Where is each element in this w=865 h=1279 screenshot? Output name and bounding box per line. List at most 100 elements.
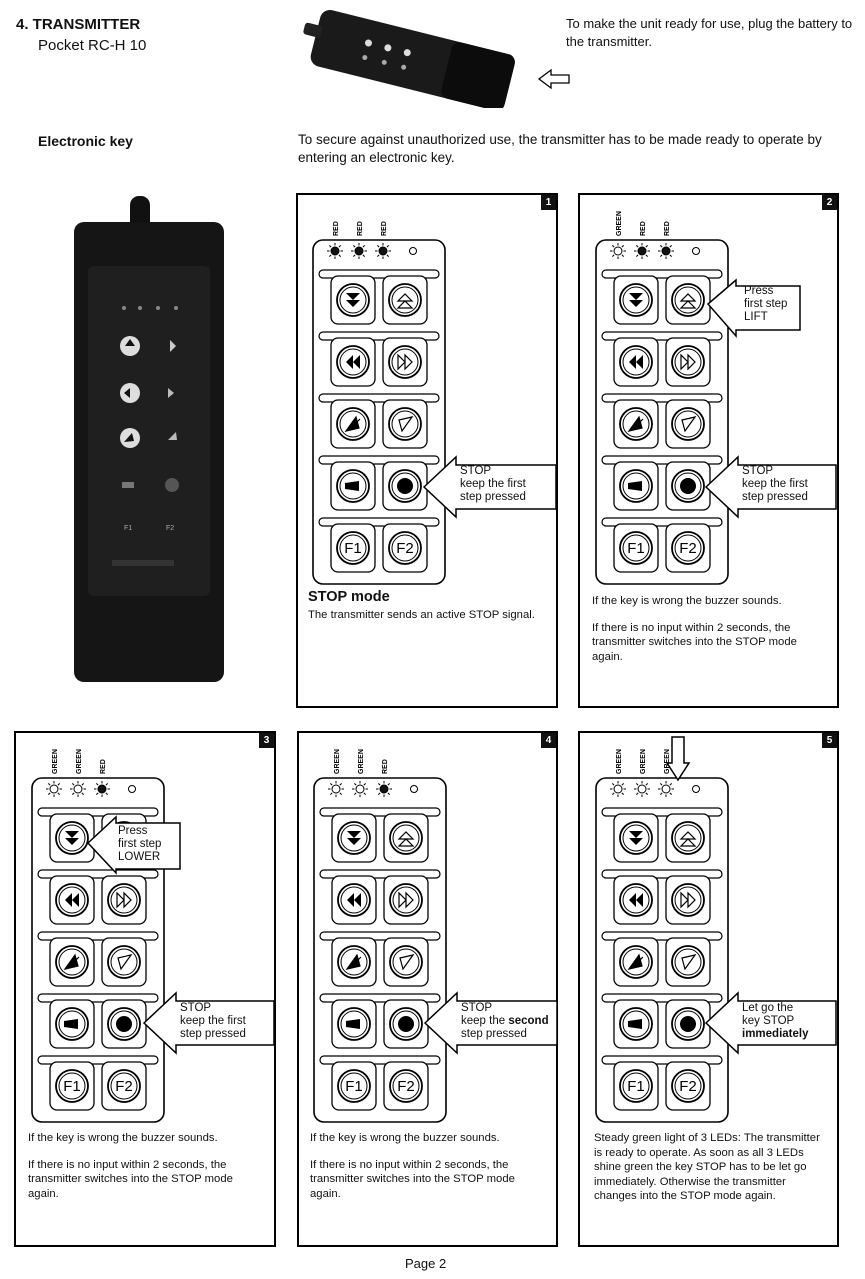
led-green-icon: [328, 781, 344, 797]
led-green-icon: [610, 243, 626, 259]
callout-lower-text: Press first step LOWER: [118, 825, 162, 863]
callout-arrow-lower: [86, 815, 181, 875]
led-red-icon: [351, 243, 367, 259]
key-f2-label: F2: [115, 1078, 133, 1095]
step-number: 5: [822, 733, 837, 748]
section-title: 4. TRANSMITTER: [16, 16, 141, 33]
key-f1-label: F1: [344, 540, 362, 557]
transmitter-battery-photo: [303, 9, 515, 108]
remote-schematic: GREEN RED RED F1 F2: [595, 211, 729, 585]
stop-icon: [680, 478, 696, 494]
led-label: RED: [382, 759, 389, 774]
key-f2-label: F2: [396, 540, 414, 557]
key-f1-label: F1: [63, 1078, 81, 1095]
lift-icon: [679, 831, 697, 847]
page-number: Page 2: [405, 1256, 447, 1271]
key-f1-label: F1: [627, 1078, 645, 1095]
led-label: RED: [664, 221, 671, 236]
key-f2: F2: [679, 540, 697, 557]
led-green-icon: [610, 781, 626, 797]
tilt-up-icon: [398, 416, 414, 433]
callout-stop-text: STOP keep the first step pressed: [742, 465, 808, 503]
led-green-icon: [634, 781, 650, 797]
arrow-down-icon: [665, 736, 691, 782]
electronic-key-label: Electronic key: [38, 133, 133, 149]
callout-lift-text: Press first step LIFT: [744, 285, 788, 323]
key-f2-label: F2: [679, 540, 697, 557]
callout-stop-second-text: STOP keep the second step pressed: [461, 1002, 549, 1040]
stop-icon: [116, 1016, 132, 1032]
tilt-up-icon: [117, 954, 133, 971]
key-f1: F1: [627, 540, 645, 557]
rewind-icon: [629, 893, 643, 907]
tilt-up-icon: [681, 954, 697, 971]
lift-icon: [679, 293, 697, 309]
key-f2: F2: [679, 1078, 697, 1095]
key-f2: F2: [115, 1078, 133, 1095]
step-number: 2: [822, 195, 837, 210]
panel-4-text: If the key is wrong the buzzer sounds. I…: [310, 1132, 515, 1200]
callout-stop-text: STOP keep the first step pressed: [180, 1002, 246, 1040]
tilt-down-icon: [344, 415, 361, 432]
horn-icon: [628, 481, 642, 491]
forward-icon: [398, 891, 414, 909]
led-red-icon: [375, 243, 391, 259]
forward-icon: [680, 353, 696, 371]
horn-icon: [64, 1019, 78, 1029]
transmitter-photo: F1 F2: [74, 196, 224, 682]
led-label: GREEN: [52, 749, 59, 774]
led-label: RED: [640, 221, 647, 236]
led-label: RED: [333, 221, 340, 236]
horn-icon: [346, 1019, 360, 1029]
tilt-up-icon: [681, 416, 697, 433]
step-number: 1: [541, 195, 556, 210]
led-red-icon: [327, 243, 343, 259]
tilt-down-icon: [345, 953, 362, 970]
led-green-icon: [658, 781, 674, 797]
key-f1: F1: [63, 1078, 81, 1095]
key-f1: F1: [344, 540, 362, 557]
forward-icon: [397, 353, 413, 371]
callout-letgo-text: Let go the key STOP immediately: [742, 1002, 809, 1040]
led-red-icon: [376, 781, 392, 797]
led-red-icon: [94, 781, 110, 797]
led-label: GREEN: [664, 749, 671, 774]
callout-arrow-stop: [704, 991, 837, 1055]
battery-note: To make the unit ready for use, plug the…: [566, 16, 853, 49]
step-number: 4: [541, 733, 556, 748]
panel-5-text: Steady green light of 3 LEDs: The transm…: [594, 1132, 820, 1202]
device-name: Pocket RC-H 10: [38, 37, 147, 54]
panel-heading-stop-mode: STOP mode: [308, 589, 390, 605]
rewind-icon: [65, 893, 79, 907]
tilt-up-icon: [399, 954, 415, 971]
panel-2-text: If the key is wrong the buzzer sounds. I…: [592, 595, 797, 663]
led-green-icon: [352, 781, 368, 797]
stop-icon: [680, 1016, 696, 1032]
lower-icon: [629, 293, 643, 307]
tilt-down-icon: [627, 953, 644, 970]
callout-arrow-stop: [142, 991, 275, 1055]
led-label: RED: [100, 759, 107, 774]
horn-icon: [345, 481, 359, 491]
callout-arrow-lift: [706, 278, 801, 338]
key-f1: F1: [627, 1078, 645, 1095]
led-label: RED: [381, 221, 388, 236]
lift-icon: [397, 831, 415, 847]
lower-icon: [347, 831, 361, 845]
arrow-left-icon: [537, 68, 570, 90]
key-f1: F1: [345, 1078, 363, 1095]
forward-icon: [116, 891, 132, 909]
panel-1-text: The transmitter sends an active STOP sig…: [308, 609, 535, 621]
led-label: GREEN: [616, 211, 623, 236]
key-f2-label: F2: [397, 1078, 415, 1095]
photo-key-f2: F2: [166, 525, 174, 532]
led-red-icon: [634, 243, 650, 259]
tilt-down-icon: [627, 415, 644, 432]
callout-arrow-stop: [704, 455, 837, 519]
lower-icon: [629, 831, 643, 845]
lower-icon: [346, 293, 360, 307]
led-green-icon: [46, 781, 62, 797]
